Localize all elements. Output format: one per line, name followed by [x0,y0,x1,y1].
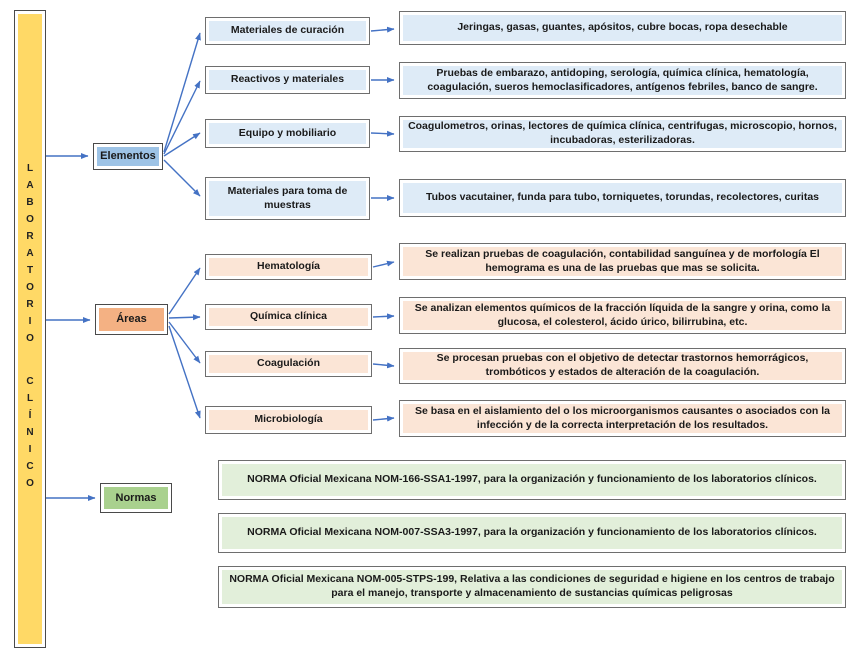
child-node-equipo-mobiliario: Equipo y mobiliario [205,119,370,148]
branch-label: Elementos [97,147,159,166]
detail-box-coagulacion: Se procesan pruebas con el objetivo de d… [399,348,846,384]
detail-box-reactivos-materiales: Pruebas de embarazo, antidoping, serolog… [399,62,846,99]
detail-text: Se analizan elementos químicos de la fra… [403,301,842,330]
arrow-equipo-detail [370,130,395,137]
child-node-materiales-toma-muestras: Materiales para toma de muestras [205,177,370,220]
branch-label: Normas [104,487,168,509]
detail-text: Coagulometros, orinas, lectores de quími… [403,120,842,148]
root-word-laboratorio: LABORATORIO [24,163,36,350]
norma-box-nom-007-ssa3-1997: NORMA Oficial Mexicana NOM-007-SSA3-1997… [218,513,846,553]
child-label: Materiales de curación [209,21,366,41]
child-label: Microbiología [209,410,368,430]
arrow-elementos-toma [163,159,201,197]
root-node-laboratorio-clinico: LABORATORIO CLÍNICO [14,10,46,648]
detail-box-quimica-clinica: Se analizan elementos químicos de la fra… [399,297,846,334]
arrow-quimica-detail [372,313,395,320]
norma-text: NORMA Oficial Mexicana NOM-166-SSA1-1997… [222,464,842,496]
child-label: Materiales para toma de muestras [209,181,366,216]
norma-box-nom-005-stps-199: NORMA Oficial Mexicana NOM-005-STPS-199,… [218,566,846,608]
detail-text: Se procesan pruebas con el objetivo de d… [403,352,842,380]
branch-node-normas: Normas [100,483,172,513]
arrow-coagulacion-detail [372,362,395,369]
child-label: Coagulación [209,355,368,373]
norma-text: NORMA Oficial Mexicana NOM-005-STPS-199,… [222,570,842,604]
detail-text: Jeringas, gasas, guantes, apósitos, cubr… [403,15,842,41]
detail-text: Se realizan pruebas de coagulación, cont… [403,247,842,276]
child-label: Equipo y mobiliario [209,123,366,144]
child-node-materiales-curacion: Materiales de curación [205,17,370,45]
arrow-elementos-equipo [163,132,201,157]
detail-box-hematologia: Se realizan pruebas de coagulación, cont… [399,243,846,280]
arrow-areas-microbiologia [168,325,201,419]
detail-text: Pruebas de embarazo, antidoping, serolog… [403,66,842,95]
detail-box-materiales-curacion: Jeringas, gasas, guantes, apósitos, cubr… [399,11,846,45]
child-label: Reactivos y materiales [209,70,366,90]
child-node-quimica-clinica: Química clínica [205,304,372,330]
branch-node-areas: Áreas [95,304,168,335]
arrow-hematologia-detail [372,260,395,268]
arrow-elementos-reactivos [163,80,201,155]
arrow-elementos-curacion [163,32,201,153]
root-word-clinico: CLÍNICO [24,376,36,495]
child-node-hematologia: Hematología [205,254,372,280]
arrow-microbiologia-detail [372,415,395,422]
arrow-areas-coagulacion [168,321,201,364]
branch-node-elementos: Elementos [93,143,163,170]
child-label: Química clínica [209,308,368,326]
norma-text: NORMA Oficial Mexicana NOM-007-SSA3-1997… [222,517,842,549]
detail-box-materiales-toma-muestras: Tubos vacutainer, funda para tubo, torni… [399,179,846,217]
child-node-coagulacion: Coagulación [205,351,372,377]
arrow-areas-quimica [168,314,201,321]
child-node-reactivos-materiales: Reactivos y materiales [205,66,370,94]
arrow-curacion-detail [370,26,395,33]
detail-box-equipo-mobiliario: Coagulometros, orinas, lectores de quími… [399,116,846,152]
arrow-areas-hematologia [168,267,201,315]
branch-label: Áreas [99,308,164,331]
detail-text: Se basa en el aislamiento del o los micr… [403,404,842,433]
root-node-fill: LABORATORIO CLÍNICO [18,14,42,644]
norma-box-nom-166-ssa1-1997: NORMA Oficial Mexicana NOM-166-SSA1-1997… [218,460,846,500]
detail-box-microbiologia: Se basa en el aislamiento del o los micr… [399,400,846,437]
child-label: Hematología [209,258,368,276]
detail-text: Tubos vacutainer, funda para tubo, torni… [403,183,842,213]
child-node-microbiologia: Microbiología [205,406,372,434]
